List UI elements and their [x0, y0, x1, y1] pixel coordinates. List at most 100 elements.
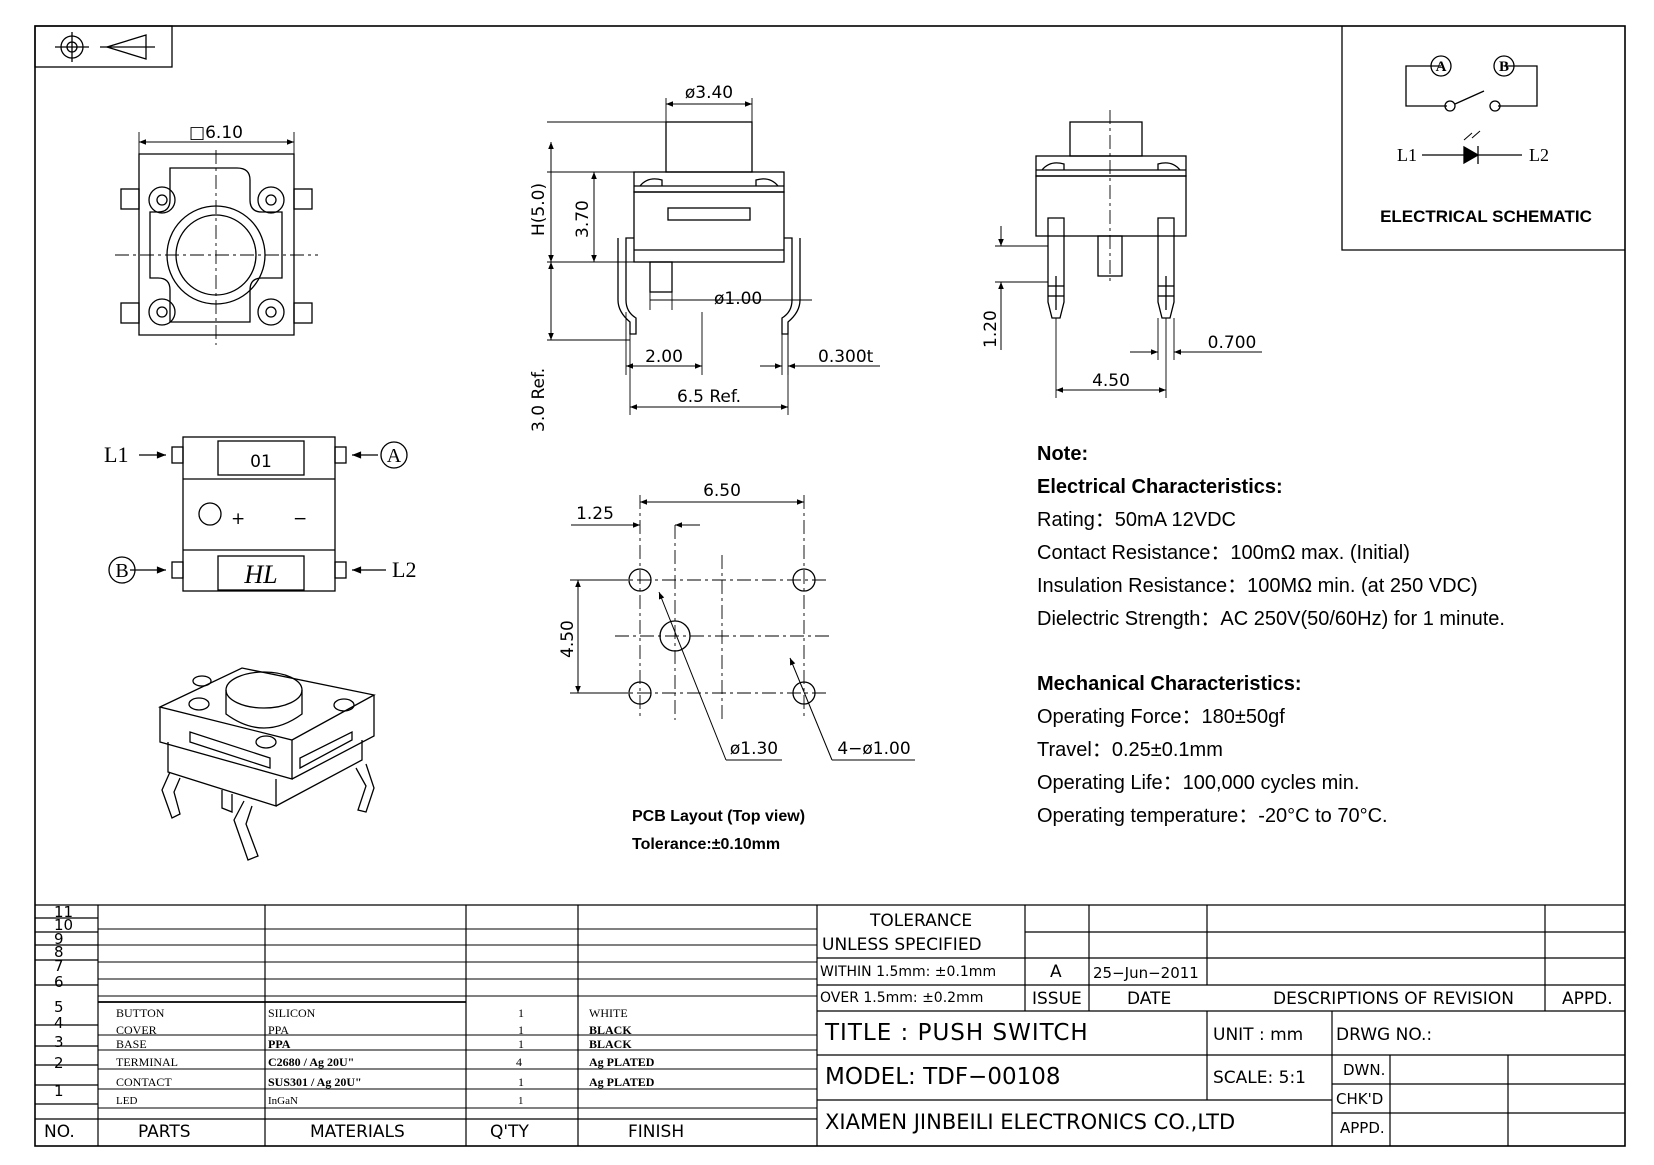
unless-specified-label: UNLESS SPECIFIED: [822, 935, 982, 955]
title-block-grid: [817, 905, 1625, 1146]
date-label: DATE: [1127, 989, 1172, 1009]
bom-material: C2680 / Ag 20U": [268, 1055, 355, 1069]
bom-finish: BLACK: [589, 1037, 632, 1051]
bom-no-4: 4: [54, 1014, 64, 1032]
isometric-view: [158, 667, 376, 861]
bom-header-parts: PARTS: [138, 1122, 191, 1142]
bom-qty: 1: [518, 1006, 524, 1020]
revision-appd-label: APPD.: [1562, 989, 1613, 1009]
dim-65ref: 6.5 Ref.: [677, 387, 741, 407]
dim-450-side: 4.50: [1092, 371, 1130, 391]
dim-200: 2.00: [645, 347, 683, 367]
bom-no-9: 9: [54, 930, 64, 948]
bottom-a: A: [387, 445, 402, 467]
bom-finish: BLACK: [589, 1023, 632, 1037]
dim-top-square: □6.10: [189, 123, 243, 143]
bom-finish: Ag PLATED: [589, 1055, 655, 1069]
dim-dia-100: ø1.00: [714, 289, 762, 309]
bom-no-8: 8: [54, 943, 64, 961]
note-rating: Rating：50mA 12VDC: [1037, 509, 1236, 531]
checked-by-label: CHK'D: [1336, 1090, 1384, 1108]
bottom-minus: −: [293, 509, 307, 529]
bom-material: SUS301 / Ag 20U": [268, 1075, 362, 1089]
bom-part: COVER: [116, 1023, 157, 1037]
bom-header-materials: MATERIALS: [310, 1122, 405, 1142]
note-operating-force: Operating Force：180±50gf: [1037, 706, 1285, 728]
bom-no-5: 5: [54, 998, 64, 1016]
bom-finish: WHITE: [589, 1006, 628, 1020]
bom-no-1: 1: [54, 1082, 64, 1100]
unit-label: UNIT : mm: [1213, 1025, 1304, 1045]
bom-header-qty: Q'TY: [490, 1122, 529, 1142]
bom-grid: [35, 904, 1625, 1146]
bom-finish: Ag PLATED: [589, 1075, 655, 1089]
company-name: XIAMEN JINBEILI ELECTRONICS CO.,LTD: [825, 1110, 1236, 1134]
dim-dia-340: ø3.40: [685, 83, 733, 103]
bom-part: LED: [116, 1095, 138, 1107]
pcb-dim-450: 4.50: [558, 620, 578, 658]
bottom-b: B: [115, 560, 128, 582]
issue-label: ISSUE: [1032, 989, 1082, 1009]
mechanical-heading: Mechanical Characteristics:: [1037, 673, 1302, 695]
bom-no-11: 11: [54, 903, 74, 921]
bottom-l1: L1: [104, 442, 128, 467]
drawing-title: TITLE : PUSH SWITCH: [825, 1020, 1089, 1046]
tolerance-label: TOLERANCE: [870, 911, 973, 931]
pcb-dim-650: 6.50: [703, 481, 741, 501]
bom-no-6: 6: [54, 973, 64, 991]
bom-material: PPA: [268, 1023, 289, 1037]
bom-qty: 4: [516, 1055, 522, 1069]
bom-part: BASE: [116, 1037, 147, 1051]
bom-part: CONTACT: [116, 1075, 172, 1089]
bom-qty: 1: [518, 1023, 524, 1037]
bom-material: InGaN: [268, 1095, 298, 1107]
pcb-caption: PCB Layout (Top view): [632, 808, 805, 825]
bom-header-finish: FINISH: [628, 1122, 685, 1142]
dim-h50: H(5.0): [529, 183, 549, 236]
sheet-border: [34, 25, 1626, 1147]
tolerance-within: WITHIN 1.5mm: ±0.1mm: [820, 964, 997, 980]
revision-issue: A: [1050, 962, 1062, 982]
bom-no-2: 2: [54, 1054, 64, 1072]
dim-0300t: 0.300t: [818, 347, 874, 367]
bottom-view: [108, 436, 408, 592]
drawn-by-label: DWN.: [1343, 1061, 1386, 1079]
revision-description-label: DESCRIPTIONS OF REVISION: [1273, 989, 1514, 1009]
approved-by-label: APPD.: [1340, 1119, 1385, 1137]
side-view: [995, 110, 1262, 398]
schematic-a: A: [1436, 59, 1447, 75]
drawing-number-label: DRWG NO.:: [1336, 1025, 1433, 1045]
pcb-dim-dia-4x100: 4−ø1.00: [837, 739, 910, 759]
scale-label: SCALE: 5:1: [1213, 1068, 1306, 1088]
pcb-layout: [570, 495, 915, 761]
projection-symbol: [34, 25, 173, 68]
bom-material: SILICON: [268, 1006, 316, 1020]
schematic-l1: L1: [1397, 145, 1417, 165]
bottom-code: 01: [250, 452, 272, 472]
note-dielectric-strength: Dielectric Strength：AC 250V(50/60Hz) for…: [1037, 608, 1505, 630]
tolerance-over: OVER 1.5mm: ±0.2mm: [820, 990, 984, 1006]
note-operating-life: Operating Life：100,000 cycles min.: [1037, 772, 1359, 794]
revision-date: 25−Jun−2011: [1093, 964, 1199, 982]
bottom-l2: L2: [392, 557, 416, 582]
note-contact-resistance: Contact Resistance：100mΩ max. (Initial): [1037, 542, 1410, 564]
bom-part: BUTTON: [116, 1006, 165, 1020]
bom-material: PPA: [268, 1037, 291, 1051]
schematic-b: B: [1499, 59, 1509, 75]
dim-370: 3.70: [573, 200, 593, 238]
bom-no-7: 7: [54, 957, 64, 975]
note-travel: Travel：0.25±0.1mm: [1037, 739, 1223, 761]
bom-qty: 1: [518, 1095, 524, 1107]
note-insulation-resistance: Insulation Resistance：100MΩ min. (at 250…: [1037, 575, 1478, 597]
schematic-l2: L2: [1529, 145, 1549, 165]
bom-part: TERMINAL: [116, 1055, 178, 1069]
note-operating-temperature: Operating temperature：-20°C to 70°C.: [1037, 805, 1388, 827]
bottom-plus: +: [231, 509, 245, 529]
bottom-logo: HL: [243, 560, 277, 589]
schematic-box: [1341, 26, 1625, 251]
bom-qty: 1: [518, 1037, 524, 1051]
dim-0700: 0.700: [1208, 333, 1257, 353]
